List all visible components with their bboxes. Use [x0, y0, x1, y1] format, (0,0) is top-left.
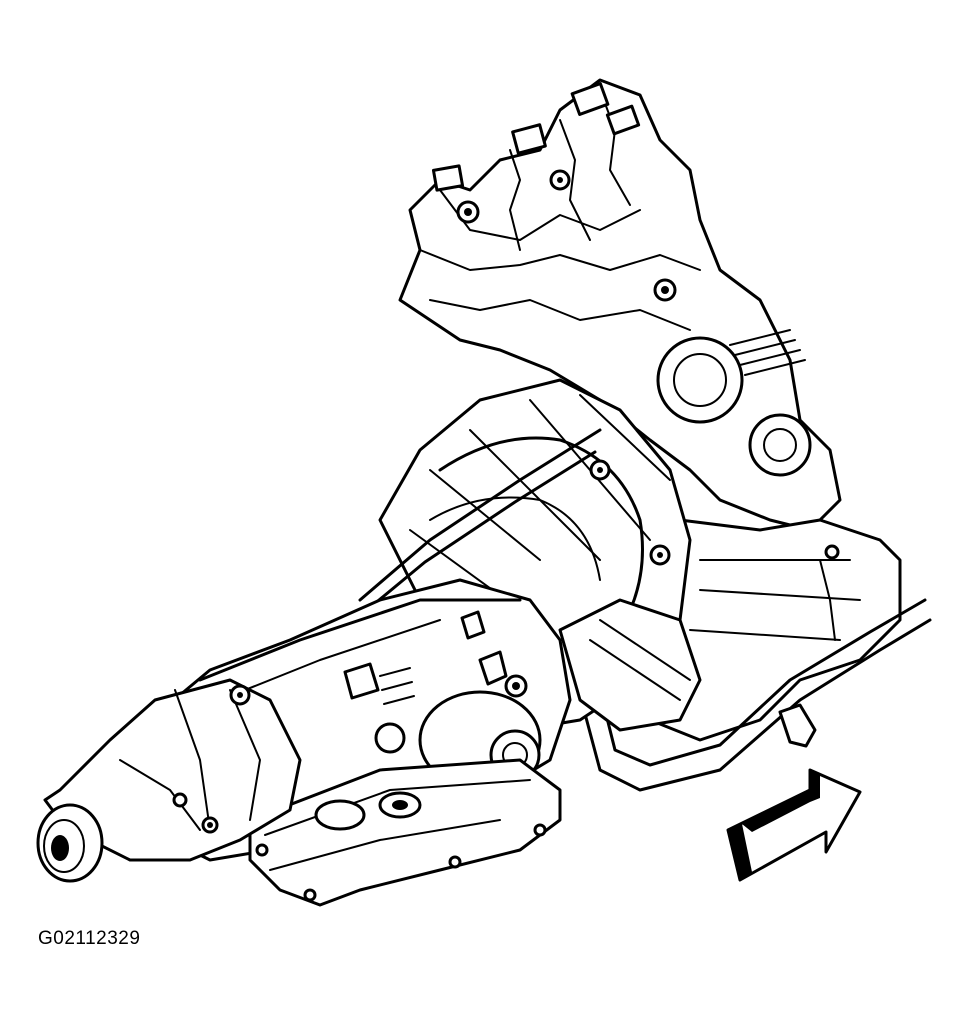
figure-code-label: G02112329 [38, 928, 141, 949]
front-arrow-icon [726, 768, 862, 882]
extension-housing [36, 678, 302, 883]
oil-pan [248, 758, 562, 907]
engine-block [398, 78, 842, 532]
